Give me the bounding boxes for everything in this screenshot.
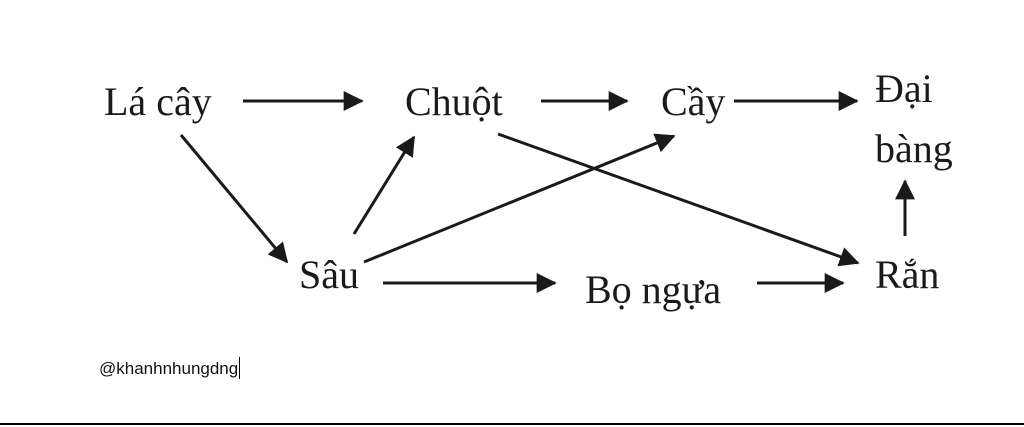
node-ran: Rắn xyxy=(875,252,939,297)
node-bo-ngua: Bọ ngựa xyxy=(585,267,721,312)
edges xyxy=(179,91,915,293)
text-caret xyxy=(239,357,241,379)
node-la-cay: Lá cây xyxy=(104,79,212,124)
watermark-text: @khanhnhungdng xyxy=(99,359,239,378)
edge-la-cay-to-sau xyxy=(179,134,289,264)
nodes: Lá cây Chuột Cầy Đại bàng Sâu Bọ ngựa Rắ… xyxy=(104,66,953,312)
node-dai-bang-line2: bàng xyxy=(875,126,953,171)
node-sau: Sâu xyxy=(299,252,359,297)
bottom-rule xyxy=(0,423,1024,425)
watermark: @khanhnhungdng xyxy=(99,357,241,379)
node-chuot: Chuột xyxy=(405,79,503,124)
edge-chuot-to-ran xyxy=(497,132,860,267)
edge-sau-to-chuot xyxy=(352,135,416,235)
edge-sau-to-cay xyxy=(363,133,676,264)
node-dai-bang-line1: Đại xyxy=(875,66,933,111)
node-cay: Cầy xyxy=(661,79,725,124)
